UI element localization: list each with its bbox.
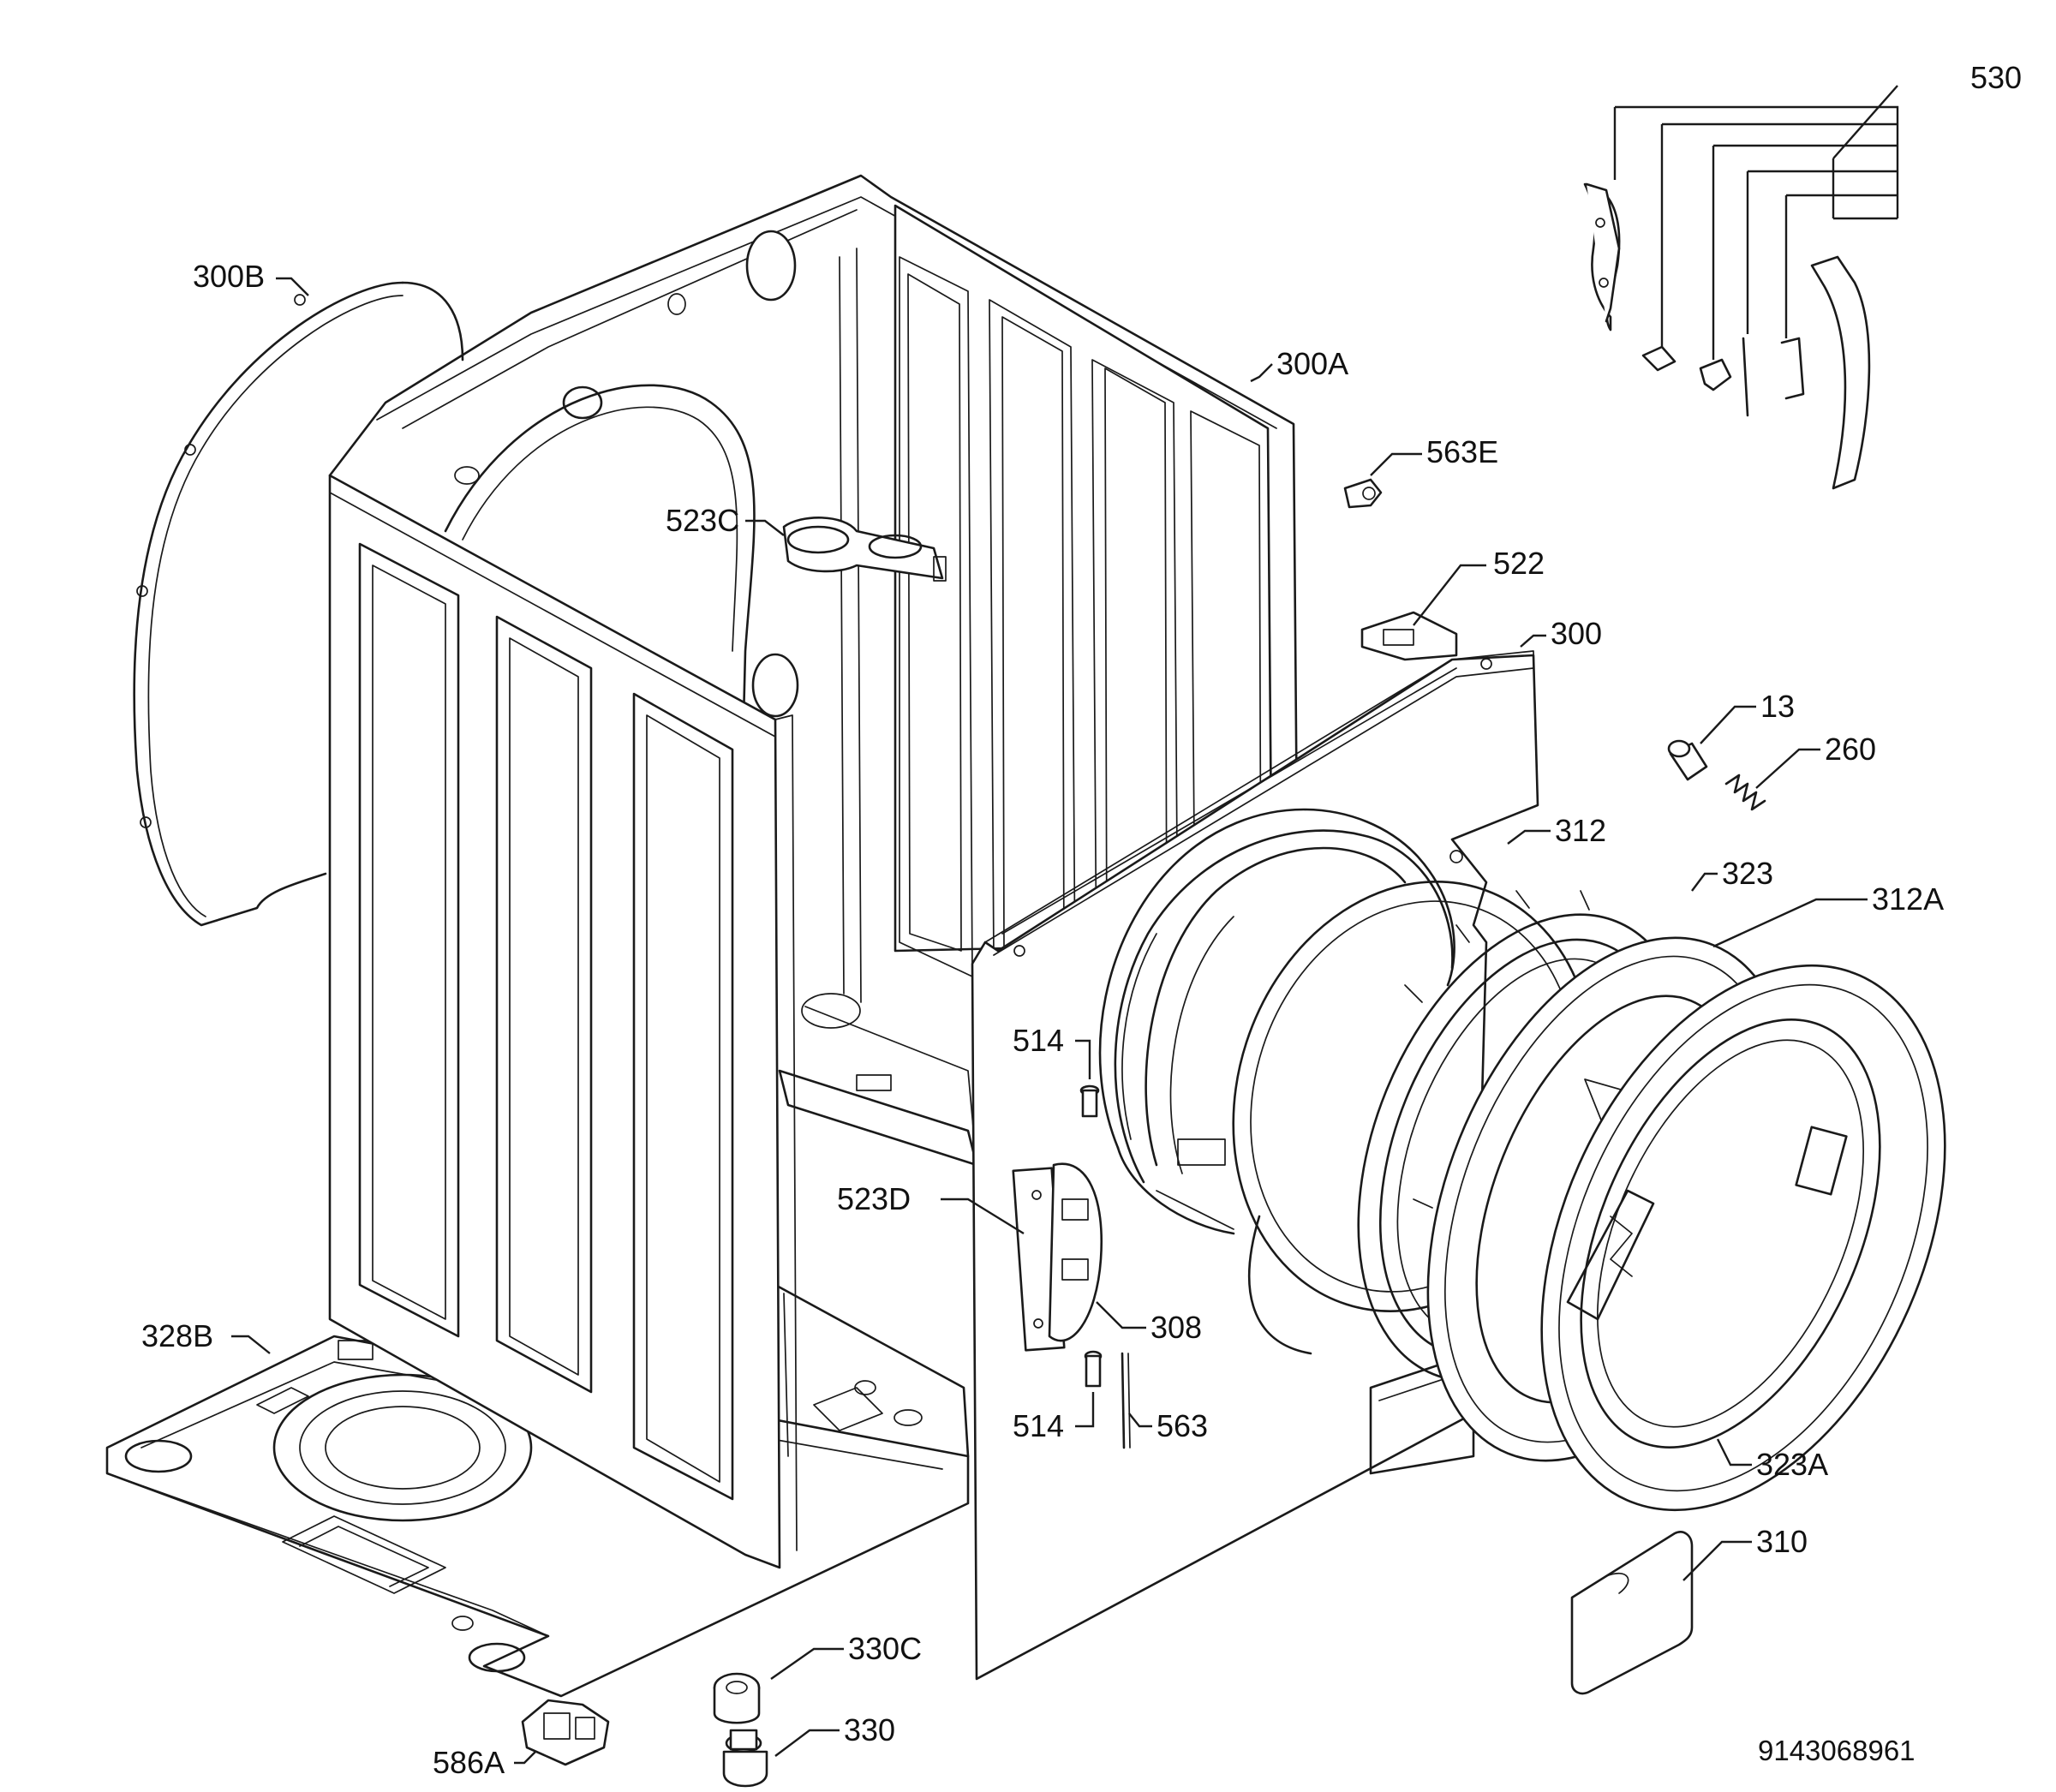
callout-312: 312 [1555,813,1606,848]
callout-523C: 523C [666,503,739,538]
callout-13: 13 [1760,689,1795,724]
callout-300: 300 [1551,616,1602,651]
handle-kit-530 [1583,182,1871,490]
callout-312A: 312A [1872,881,1944,917]
hinge-pin-514-upper [1079,1084,1100,1118]
brace-523C [782,517,947,582]
callout-323A: 323A [1756,1447,1828,1482]
callout-308: 308 [1151,1310,1202,1345]
foot-330 [722,1729,768,1788]
callout-323: 323 [1722,856,1773,891]
hinge-pin-514-lower [1084,1350,1103,1388]
part-522 [1360,611,1458,661]
callout-586A: 586A [433,1745,505,1780]
seal-ring-300B [133,281,464,927]
nut-330C [713,1672,761,1724]
cap-13 [1667,739,1708,781]
callout-300A: 300A [1276,346,1348,381]
part-563E [1343,478,1383,509]
outer-door-323A [1540,964,1946,1512]
cabinet-300A [328,174,1300,1458]
callout-260: 260 [1825,732,1876,767]
callout-328B: 328B [141,1318,213,1353]
spring-260 [1724,774,1766,811]
callout-522: 522 [1493,546,1545,581]
callout-563: 563 [1156,1408,1208,1443]
cabinet-side-panel [328,474,798,1569]
callout-523D: 523D [837,1181,911,1216]
callout-310: 310 [1756,1524,1808,1559]
leader-lines [231,85,1899,1765]
document-number: 9143068961 [1758,1735,1916,1766]
rod-563 [1121,1352,1131,1449]
callout-530: 530 [1970,60,2022,95]
bracket-586A [521,1699,610,1766]
callout-563E: 563E [1426,434,1498,469]
cover-310 [1570,1531,1694,1695]
callout-330: 330 [844,1712,895,1747]
callout-330C: 330C [848,1631,922,1666]
callout-514-lower: 514 [1013,1408,1064,1443]
callout-300B: 300B [193,259,265,294]
callout-labels: 530 300B 300A 563E 523C 522 300 13 260 3… [141,60,2022,1780]
door-seal-312 [1098,808,1455,1235]
hinge-308 [1012,1162,1103,1352]
callout-514-upper: 514 [1013,1023,1064,1058]
